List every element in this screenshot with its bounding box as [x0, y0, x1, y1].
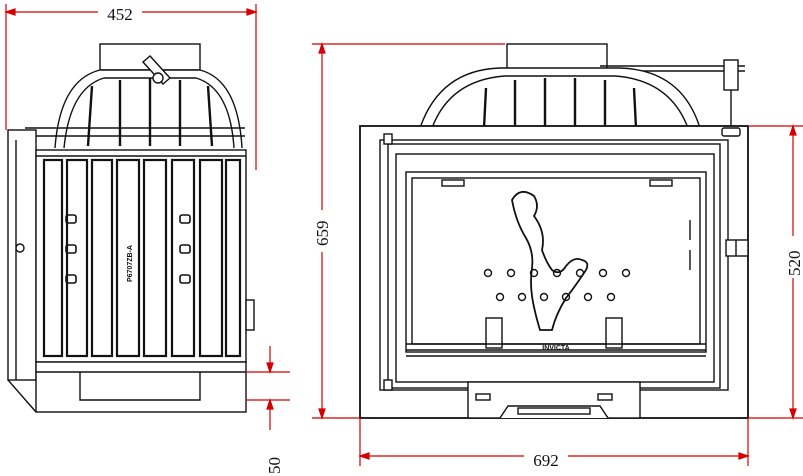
front-view	[359, 43, 749, 419]
front-air-lever	[723, 59, 739, 91]
front-dome	[419, 67, 701, 129]
front-glass	[405, 171, 707, 353]
dim-front-height-label: 659	[313, 221, 332, 247]
dim-side-width	[4, 4, 258, 170]
dim-bottom-offset	[246, 346, 290, 430]
front-door-handle	[725, 239, 749, 257]
side-bolts	[65, 214, 191, 284]
side-view	[7, 43, 255, 413]
brand-label: INVICTA	[542, 345, 569, 352]
dim-side-width-label: 452	[107, 5, 133, 24]
front-badge	[721, 127, 741, 137]
front-flue-collar	[506, 43, 608, 71]
front-grate-post-right	[605, 317, 623, 349]
dim-front-width-label: 692	[533, 451, 559, 470]
dim-bottom-offset-label: 50	[265, 457, 284, 474]
side-ash-base	[35, 361, 247, 413]
side-ribs	[42, 158, 242, 358]
side-door-frame	[7, 129, 37, 381]
model-code-label: P6707ZB-A	[127, 245, 134, 282]
dim-front-inner-height-label: 520	[785, 251, 803, 277]
front-grate-post-left	[485, 317, 503, 349]
side-body	[35, 149, 247, 363]
front-air-holes	[483, 268, 631, 302]
